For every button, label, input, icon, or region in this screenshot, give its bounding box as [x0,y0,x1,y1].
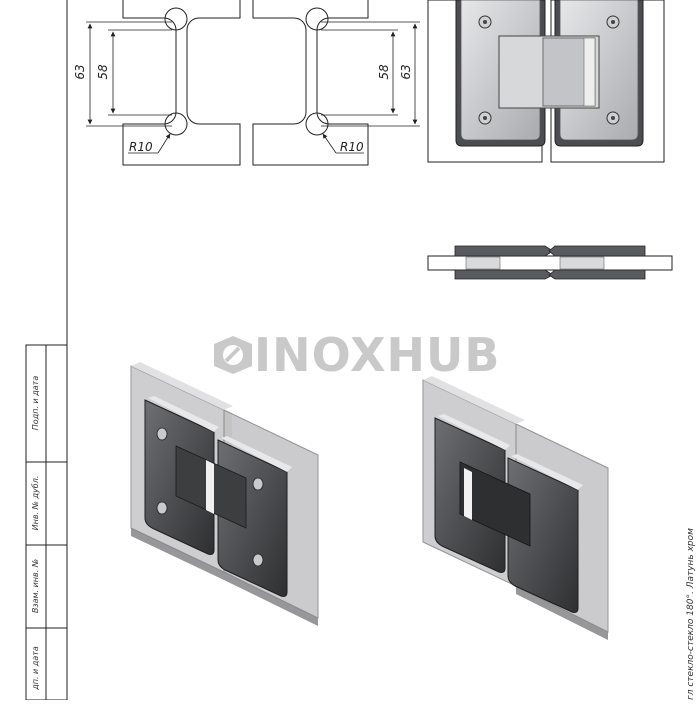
dim-58-right: 58 [377,64,391,80]
drawing-caption: гл стекло-стекло 180°. Латунь хром [686,528,696,700]
dimension-lines-right [321,21,420,154]
radius-label-left: R10 [129,140,153,154]
radius-label-right: R10 [340,140,364,154]
dim-63-left: 63 [73,64,87,79]
title-block-field-1: Подп. и дата [31,376,40,431]
title-block-field-2: Инв. № дубл. [31,476,40,531]
title-block-labels: Подп. и дата Инв. № дубл. Взам. инв. № д… [31,376,40,691]
title-block-field-3: Взам. инв. № [31,559,40,613]
watermark: INOXHUB [212,328,500,382]
hinge-isometric-view-front [130,362,319,626]
hinge-front-view [427,0,665,163]
inoxhub-logo-icon [214,336,252,374]
glass-cutout-left [122,0,241,166]
dim-58-left: 58 [96,64,110,80]
hinge-isometric-view-back [422,376,609,640]
glass-cutout-right [252,0,369,166]
hinge-top-view [427,245,673,280]
title-block-field-4: дп. и дата [31,646,40,691]
dimension-labels: 63 58 58 63 R10 R10 [73,64,413,154]
dimension-lines-left [86,21,172,154]
dim-63-right: 63 [399,64,413,79]
watermark-text: INOXHUB [254,328,501,382]
